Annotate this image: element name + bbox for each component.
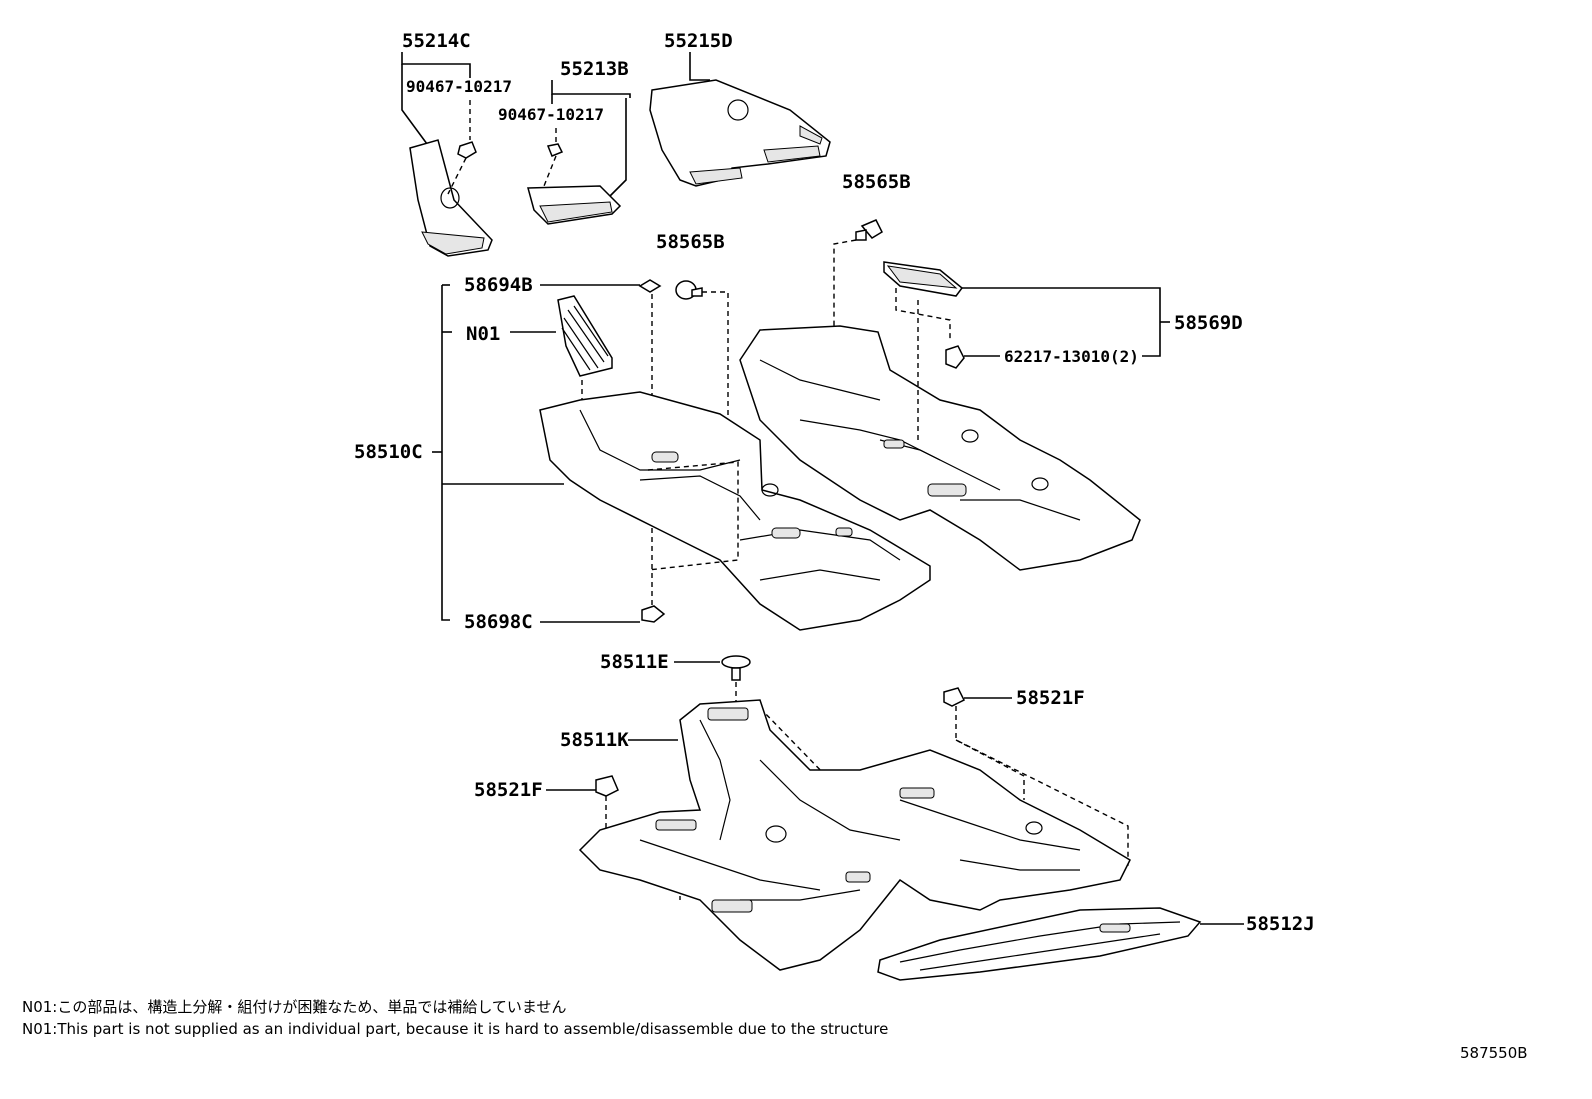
clip-58565B-b — [675, 280, 703, 300]
part-N01-shape — [557, 295, 613, 377]
front-carpet-left-shape — [539, 391, 931, 631]
part-55214C-shape — [409, 139, 493, 257]
clip-58511E — [721, 655, 751, 681]
part-58569D-shape — [883, 261, 964, 297]
clip-58565B-a — [855, 219, 883, 241]
label-62217-13010[interactable]: 62217-13010(2) — [1004, 347, 1139, 366]
diagram-id: 587550B — [1460, 1044, 1528, 1062]
label-90467-10217-b[interactable]: 90467-10217 — [498, 105, 604, 124]
front-carpet-right-shape — [739, 325, 1141, 571]
label-N01[interactable]: N01 — [466, 323, 500, 345]
clip-90467-b — [546, 143, 564, 157]
part-58512J-shape — [877, 907, 1202, 981]
part-55213B-shape — [527, 185, 622, 225]
clip-58698C — [641, 605, 666, 623]
label-58694B[interactable]: 58694B — [464, 274, 533, 296]
label-58521F-a[interactable]: 58521F — [1016, 687, 1085, 709]
label-58569D[interactable]: 58569D — [1174, 312, 1243, 334]
label-58521F-b[interactable]: 58521F — [474, 779, 543, 801]
label-55215D[interactable]: 55215D — [664, 30, 733, 52]
label-55214C[interactable]: 55214C — [402, 30, 471, 52]
clip-58521F-a — [943, 687, 966, 707]
clip-58521F-b — [595, 775, 619, 797]
label-90467-10217-a[interactable]: 90467-10217 — [406, 77, 512, 96]
clip-62217-13010 — [945, 345, 965, 369]
note-n01-japanese: N01:この部品は、構造上分解・組付けが困難なため、単品では補給していません — [22, 998, 567, 1016]
label-58565B-b[interactable]: 58565B — [656, 231, 725, 253]
label-58511K[interactable]: 58511K — [560, 729, 629, 751]
label-58698C[interactable]: 58698C — [464, 611, 533, 633]
part-55215D-shape — [649, 79, 831, 187]
label-58565B-a[interactable]: 58565B — [842, 171, 911, 193]
label-58510C[interactable]: 58510C — [354, 441, 423, 463]
part-58511K-shape — [578, 699, 1131, 971]
note-n01-english: N01:This part is not supplied as an indi… — [22, 1020, 889, 1038]
label-58511E[interactable]: 58511E — [600, 651, 669, 673]
clip-58694B — [638, 279, 662, 293]
label-55213B[interactable]: 55213B — [560, 58, 629, 80]
label-58512J[interactable]: 58512J — [1246, 913, 1315, 935]
clip-90467-a — [457, 141, 477, 159]
